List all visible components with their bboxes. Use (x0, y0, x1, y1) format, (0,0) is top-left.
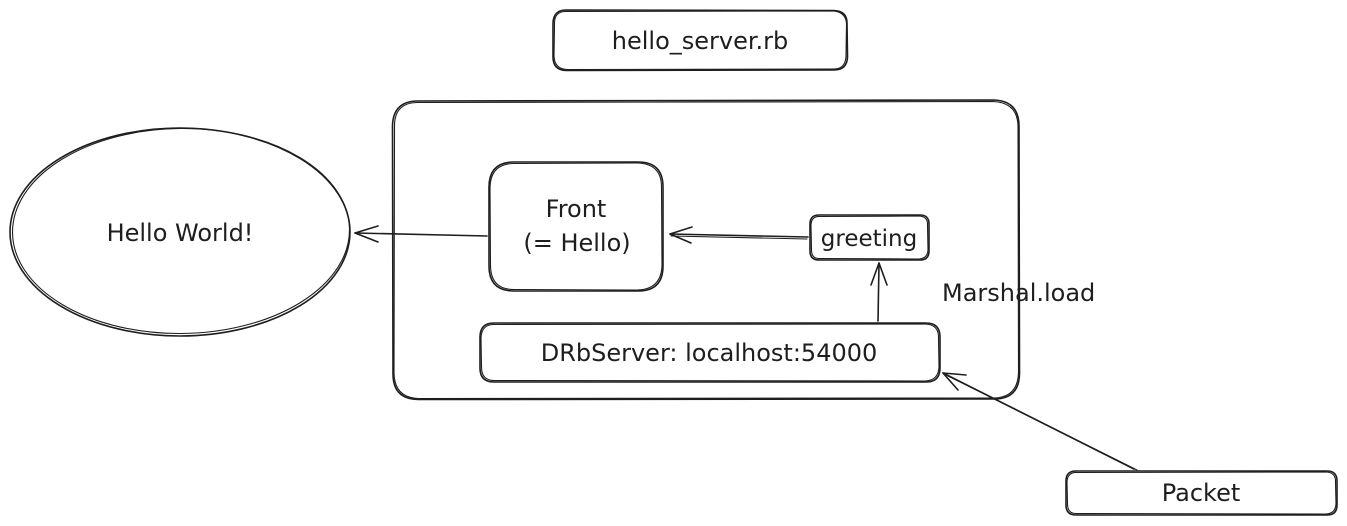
file-name-node: hello_server.rb (552, 9, 849, 72)
drb-server-label: DRbServer: localhost:54000 (541, 339, 878, 367)
packet-node: Packet (1065, 470, 1338, 516)
packet-label: Packet (1162, 479, 1241, 507)
file-name-label: hello_server.rb (612, 27, 789, 55)
front-label-line2: (= Hello) (523, 229, 630, 257)
output-ellipse-node: Hello World! (9, 127, 351, 337)
arrow-server-to-greeting (870, 262, 888, 322)
arrow-packet-to-server (942, 372, 1138, 471)
output-label: Hello World! (107, 219, 254, 247)
drb-server-node: DRbServer: localhost:54000 (479, 322, 941, 383)
greeting-node: greeting (809, 214, 930, 261)
marshal-load-label: Marshal.load (942, 279, 1095, 307)
front-label-line1: Front (546, 195, 607, 223)
front-node: Front (= Hello) (488, 161, 664, 292)
arrow-greeting-to-front (669, 226, 809, 244)
arrow-front-to-output (354, 225, 488, 243)
greeting-label: greeting (821, 226, 917, 252)
